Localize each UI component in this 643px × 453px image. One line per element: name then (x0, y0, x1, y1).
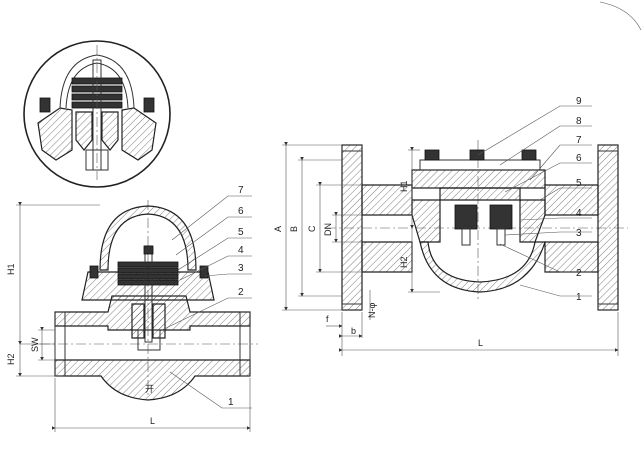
left-part-number-5: 5 (238, 227, 244, 238)
right-section-view (326, 140, 628, 311)
right-part-number-5: 5 (576, 178, 582, 189)
left-dim-sw: SW (30, 337, 40, 352)
left-part-number-7: 7 (238, 185, 244, 196)
right-part-number-7: 7 (576, 135, 582, 146)
left-section-view (40, 200, 258, 401)
right-dim-c: C (307, 225, 317, 232)
right-part-number-1: 1 (576, 292, 582, 303)
right-part-number-9: 9 (576, 96, 582, 107)
right-part-number-3: 3 (576, 228, 582, 239)
left-dimension-lines (16, 202, 251, 432)
left-part-number-4: 4 (238, 245, 244, 256)
left-part-number-1: 1 (228, 397, 234, 408)
left-dim-h1: H1 (6, 263, 16, 275)
right-part-number-4: 4 (576, 208, 582, 219)
right-dim-h2: H2 (399, 256, 409, 268)
right-dim-h1: H1 (399, 180, 409, 192)
right-dim-n-phi: N-φ (367, 303, 377, 318)
right-dim-b: B (289, 226, 299, 232)
right-dim-dn: DN (323, 223, 333, 236)
right-part-number-2: 2 (576, 268, 582, 279)
right-part-number-8: 8 (576, 116, 582, 127)
left-part-number-2: 2 (238, 287, 244, 298)
right-dim-l: L (478, 338, 483, 348)
left-dim-h2: H2 (6, 353, 16, 365)
left-dim-l: L (150, 416, 155, 426)
left-part-number-3: 3 (238, 263, 244, 274)
right-dim-b-small: b (351, 326, 356, 336)
right-part-number-6: 6 (576, 153, 582, 164)
right-dimension-lines (282, 142, 619, 356)
detail-view-circle (23, 40, 171, 188)
right-dim-f: f (326, 314, 329, 324)
left-part-number-6: 6 (238, 206, 244, 217)
right-part-leaders (477, 105, 592, 297)
right-dim-a: A (273, 226, 283, 232)
left-note-open: 开 (145, 384, 154, 394)
left-part-leaders (161, 195, 252, 409)
